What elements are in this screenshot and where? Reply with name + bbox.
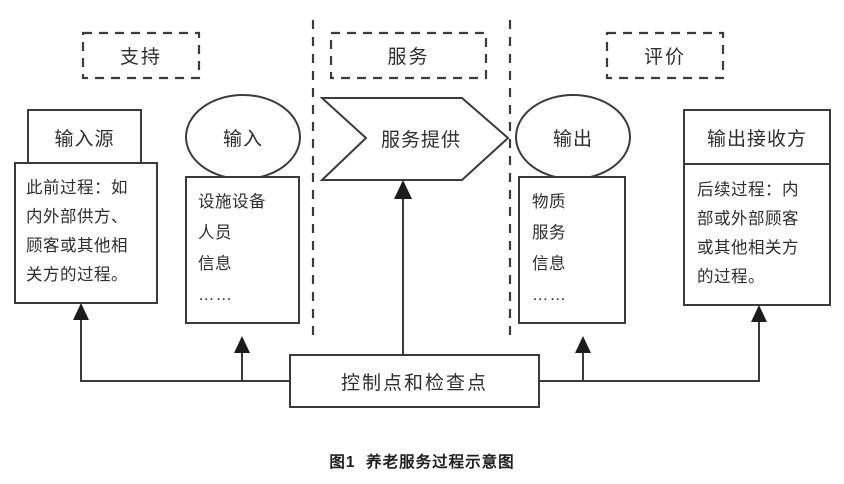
arrowhead-service-provision [394, 180, 412, 199]
node-body-line: 此前过程：如 [26, 179, 128, 197]
node-body-line: 信息 [198, 255, 232, 273]
node-title-output-receiver: 输出接收方 [706, 129, 807, 150]
node-body-line: 的过程。 [697, 268, 765, 286]
node-label-control: 控制点和检查点 [340, 372, 488, 394]
node-body-line: 后续过程：内 [697, 181, 799, 199]
connector-control-to-output [539, 349, 584, 382]
node-output-receiver-header-box [683, 109, 831, 166]
node-body-line: 设施设备 [198, 193, 266, 211]
arrowhead-input-source [73, 303, 89, 320]
node-control-box [289, 354, 540, 408]
node-body-line: 部或外部顾客 [697, 210, 799, 228]
band-label-service: 服务 [387, 47, 430, 68]
node-body-line: 物质 [532, 193, 566, 211]
node-body-input-source: 此前过程：如内外部供方、顾客或其他相关方的过程。 [26, 174, 154, 290]
node-body-line: 关方的过程。 [26, 266, 128, 284]
node-title-input: 输入 [222, 128, 263, 150]
node-body-input: 设施设备人员信息 [198, 187, 298, 280]
node-service-provision-chevron [319, 97, 510, 181]
node-body-output-receiver: 后续过程：内部或外部顾客或其他相关方的过程。 [697, 176, 825, 292]
node-output-receiver-body-box [683, 163, 831, 306]
node-body-line: 内外部供方、 [26, 208, 128, 226]
arrowhead-input [234, 336, 250, 353]
arrowhead-output-receiver [751, 305, 767, 322]
band-box-service [329, 31, 488, 80]
node-body-line: 服务 [532, 224, 566, 242]
figure-caption: 图1 养老服务过程示意图 [329, 454, 515, 471]
node-body-line: 信息 [532, 255, 566, 273]
node-ellipsis-input: …… [198, 286, 233, 304]
connector-control-to-input-source [80, 316, 290, 382]
node-input-body-box [185, 176, 300, 324]
node-ellipsis-output: …… [532, 286, 567, 304]
band-label-evaluation: 评价 [643, 47, 686, 68]
node-title-service-provision: 服务提供 [380, 129, 461, 151]
node-body-line: 或其他相关方 [697, 239, 799, 257]
node-title-output: 输出 [552, 128, 593, 150]
node-body-line: 顾客或其他相 [26, 237, 128, 255]
arrowhead-output [575, 336, 591, 353]
node-body-output: 物质服务信息 [532, 187, 622, 280]
connector-control-to-output-receiver [539, 318, 760, 382]
band-label-support: 支持 [119, 47, 162, 68]
node-input-source-body-box [14, 162, 158, 304]
node-title-input-source: 输入源 [54, 129, 115, 150]
node-body-line: 人员 [198, 224, 232, 242]
node-output-body-box [518, 176, 626, 324]
